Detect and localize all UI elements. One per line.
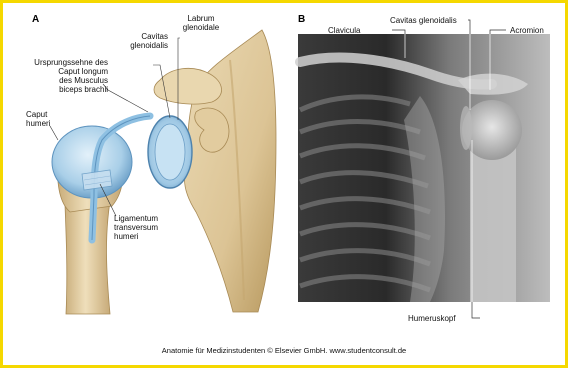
label-line: glenoidalis: [110, 41, 168, 50]
label-line: transversum: [114, 223, 158, 232]
label-line: Labrum: [176, 14, 226, 23]
label-line: des Musculus: [8, 76, 108, 85]
label-line: Caput: [26, 110, 50, 119]
label-acromion: Acromion: [510, 26, 544, 35]
label-caput-humeri: Caput humeri: [26, 110, 50, 128]
label-line: Caput longum: [8, 67, 108, 76]
label-ligamentum-transversum: Ligamentum transversum humeri: [114, 214, 158, 241]
label-humeruskopf: Humeruskopf: [408, 314, 456, 323]
label-ursprungssehne: Ursprungssehne des Caput longum des Musc…: [8, 58, 108, 94]
panel-a-letter: A: [32, 14, 39, 25]
transverse-ligament: [82, 170, 112, 190]
label-line: biceps brachii: [8, 85, 108, 94]
xray-humerus-shaft: [470, 140, 516, 302]
label-line: Ursprungssehne des: [8, 58, 108, 67]
label-cavitas-glenoidalis: Cavitas glenoidalis: [110, 32, 168, 50]
label-cavitas-glenoidalis-xray: Cavitas glenoidalis: [390, 16, 457, 25]
panel-b-letter: B: [298, 14, 305, 25]
label-line: glenoidale: [176, 23, 226, 32]
copyright-credit: Anatomie für Medizinstudenten © Elsevier…: [0, 346, 568, 355]
label-line: Cavitas: [110, 32, 168, 41]
label-clavicula: Clavicula: [328, 26, 360, 35]
label-labrum-glenoidale: Labrum glenoidale: [176, 14, 226, 32]
label-line: Ligamentum: [114, 214, 158, 223]
label-line: humeri: [114, 232, 158, 241]
label-line: humeri: [26, 119, 50, 128]
